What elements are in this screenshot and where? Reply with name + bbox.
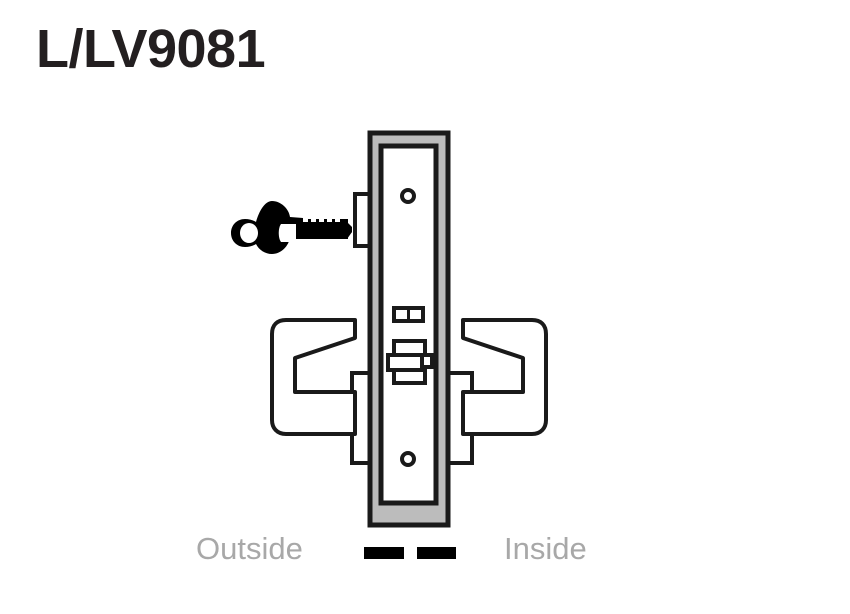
key-icon <box>231 201 352 254</box>
bottom-screw <box>400 451 416 467</box>
top-screw <box>400 188 416 204</box>
page-title: L/LV9081 <box>36 19 266 79</box>
inside-lever <box>461 318 548 436</box>
caption-outside: Outside <box>196 531 303 566</box>
door-section-right <box>417 547 456 559</box>
indicator-window <box>392 306 425 323</box>
escutcheon-plate <box>378 143 439 506</box>
latch-hub <box>386 339 434 385</box>
caption-inside: Inside <box>504 531 587 566</box>
door-section-left <box>364 547 404 559</box>
outside-lever <box>270 318 357 436</box>
